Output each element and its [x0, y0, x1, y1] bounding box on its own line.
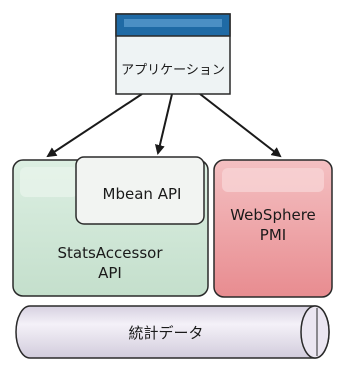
websphere-pmi-label-line1: WebSphere — [230, 206, 316, 224]
arrow-to-websphere-pmi — [199, 93, 282, 158]
cylinder-end-cap — [300, 305, 330, 359]
mbean-api-label: Mbean API — [103, 185, 182, 203]
stats-accessor-label-line1: StatsAccessor — [58, 244, 164, 262]
application-window-title-highlight — [124, 19, 222, 27]
arrow-to-stats-accessor — [46, 93, 143, 158]
application-window: アプリケーション — [115, 13, 231, 95]
stats-data-cylinder: 統計データ — [15, 305, 330, 359]
stats-data-label: 統計データ — [128, 324, 203, 342]
websphere-pmi-label-line2: PMI — [260, 226, 286, 244]
websphere-pmi-box: WebSphere PMI — [213, 159, 333, 298]
mbean-api-box: Mbean API — [75, 156, 205, 225]
application-label: アプリケーション — [121, 63, 225, 78]
connection-arrows — [46, 93, 282, 158]
stats-accessor-label-line2: API — [98, 264, 122, 282]
arrow-to-mbean — [154, 93, 173, 155]
